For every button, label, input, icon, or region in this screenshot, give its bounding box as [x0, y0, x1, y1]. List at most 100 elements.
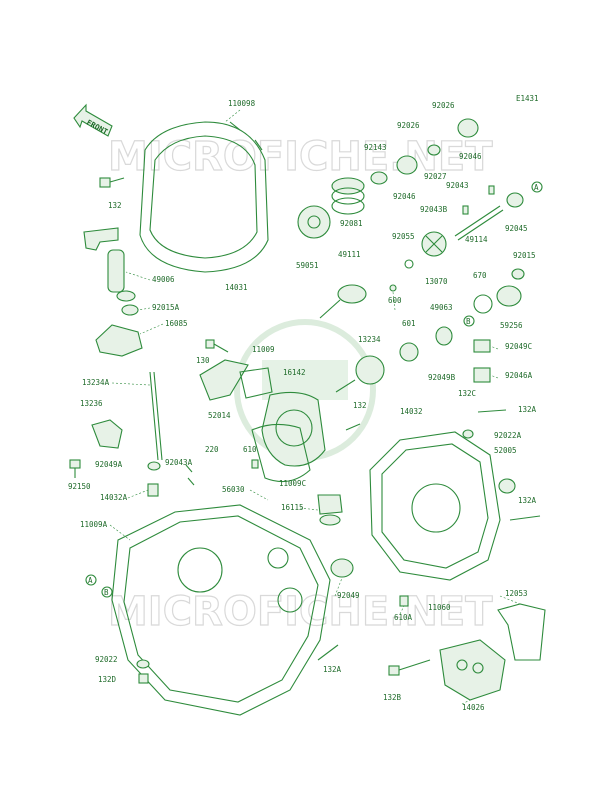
part-label-l92043: 92043	[446, 181, 469, 190]
part-label-l12053: 12053	[505, 589, 528, 598]
crankcase-right-14032-part	[369, 431, 501, 581]
part-label-l11009a: 11009A	[80, 520, 108, 529]
pin-92043b-part	[462, 205, 469, 215]
pin-92043-part	[488, 185, 495, 195]
part-label-l132a4: 132A	[518, 496, 537, 505]
part-label-l56030: 56030	[222, 485, 245, 494]
part-label-l13234a: 13234A	[82, 378, 110, 387]
part-label-l49114: 49114	[465, 235, 488, 244]
part-label-l132b: 132	[353, 401, 367, 410]
bolts-220-part	[185, 464, 195, 486]
shaft-49111-part	[319, 284, 367, 319]
bolt-92150-part	[69, 459, 81, 478]
washer-92015-part	[511, 268, 525, 280]
part-label-l92143: 92143	[364, 143, 387, 152]
svg-text:B: B	[466, 317, 471, 326]
part-label-l92026a: 92026	[397, 121, 420, 130]
svg-text:A: A	[88, 576, 93, 585]
part-label-l92055: 92055	[392, 232, 415, 241]
clutch-cover-part	[139, 121, 269, 273]
part-label-l132a3: 132A	[518, 405, 537, 414]
part-label-l49006: 49006	[152, 275, 175, 284]
ball-600-part	[389, 284, 397, 292]
svg-text:A: A	[534, 183, 539, 192]
kick-shaft-part	[83, 227, 136, 302]
bushing-92049c-part	[473, 339, 491, 353]
part-label-l92150: 92150	[68, 482, 91, 491]
leader-lines	[109, 109, 521, 705]
part-label-l92015a: 92015A	[152, 303, 180, 312]
part-label-l11060: 11060	[428, 603, 451, 612]
pin-610a-part	[399, 595, 409, 607]
shift-shaft-part	[149, 371, 163, 461]
part-label-l52005: 52005	[494, 446, 517, 455]
spring-92081-part	[331, 177, 365, 215]
callout-b-top: B	[463, 315, 475, 327]
part-label-l670: 670	[473, 271, 487, 280]
pin-610-part	[251, 459, 259, 469]
part-label-l11009: 11009	[252, 345, 275, 354]
needle-bearing-92046a-part	[473, 367, 491, 383]
part-label-l92026b: 92026	[432, 101, 455, 110]
part-label-l13234: 13234	[358, 335, 381, 344]
bearing-52005-part	[498, 478, 516, 494]
part-label-l92049b: 92049B	[428, 373, 456, 382]
gasket-11009-part	[239, 367, 273, 399]
part-label-l13236: 13236	[80, 399, 103, 408]
part-label-l16115: 16115	[281, 503, 304, 512]
washer-92015a-part	[121, 304, 139, 316]
bolt-132c-part	[477, 409, 507, 413]
part-label-l92027: 92027	[424, 172, 447, 181]
part-label-l610: 610	[243, 445, 257, 454]
part-label-l132c: 132C	[458, 389, 476, 398]
part-label-l220: 220	[205, 445, 219, 454]
gear-59051-part	[297, 205, 331, 239]
part-label-l49111: 49111	[338, 250, 361, 259]
oil-seal-92049-part	[330, 558, 354, 578]
washer-92049a-part	[147, 461, 161, 471]
crankcase-cover-part	[111, 504, 331, 716]
gasket-11009c-part	[251, 423, 311, 483]
part-label-l92022a: 92022A	[494, 431, 522, 440]
part-label-l92046a2: 92046A	[505, 371, 533, 380]
bearing-601-part	[399, 342, 419, 362]
cover-14026-part	[439, 639, 506, 701]
watermark-bottom: MICROFICHE.NET	[108, 589, 493, 635]
part-label-l130: 130	[196, 356, 210, 365]
guide-12053-part	[497, 603, 546, 661]
part-label-l14031: 14031	[225, 283, 248, 292]
front-arrow-icon: FRONT	[73, 103, 113, 137]
collar-49063-part	[435, 326, 453, 346]
part-label-l14026: 14026	[462, 703, 485, 712]
part-label-l132a: 132	[108, 201, 122, 210]
part-label-l11009c: 11009C	[279, 479, 306, 488]
gear-13234-part	[335, 355, 385, 393]
svg-text:B: B	[104, 588, 109, 597]
part-label-l92043b: 92043B	[420, 205, 448, 214]
part-label-l59256: 59256	[500, 321, 523, 330]
washer-92026a-part	[427, 144, 441, 156]
bolt-132b-part	[388, 659, 431, 676]
o-ring-92055-part	[404, 259, 414, 269]
washer-92046-part	[396, 155, 418, 175]
bolt-132a-lower-part	[317, 644, 339, 661]
callout-a-top: A	[531, 181, 543, 193]
part-label-l92046a: 92046	[459, 152, 482, 161]
impeller-13070-part	[421, 231, 447, 257]
part-label-l601: 601	[402, 319, 416, 328]
part-label-l14032a: 14032A	[100, 493, 128, 502]
oil-seal-92045-part	[506, 192, 524, 208]
dowel-14032a-part	[147, 483, 159, 497]
part-label-l16085: 16085	[165, 319, 188, 328]
part-label-l92049a: 92049A	[95, 460, 123, 469]
part-label-l132a2: 132A	[323, 665, 342, 674]
shaft-49114-part	[454, 205, 504, 241]
oil-seal-92026b-part	[457, 118, 479, 138]
part-number-labels: 110098 132 49006 14031 92015A 16085 130 11009 16…	[68, 99, 537, 712]
part-label-l110098: 110098	[228, 99, 256, 108]
diagram-code: E1431	[516, 94, 539, 103]
bolt-132-pump-part	[345, 423, 361, 431]
pump-cover-16142-part	[261, 391, 326, 467]
part-label-l92022: 92022	[95, 655, 118, 664]
shift-lever-13236-part	[91, 419, 123, 449]
